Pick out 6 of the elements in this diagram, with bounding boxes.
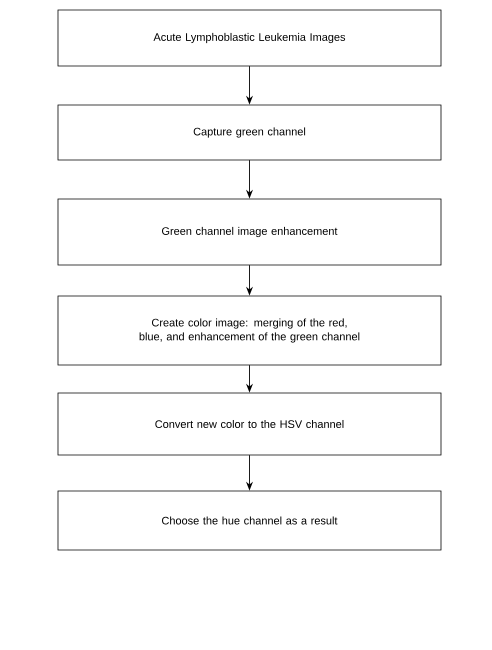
process-box: Create color image: merging of the red, blue, and enhancement of the green channel <box>58 296 442 366</box>
process-box: Convert new color to the HSV channel <box>58 392 442 456</box>
process-box: Capture green channel <box>58 104 442 160</box>
process-box: Choose the hue channel as a result <box>58 490 442 550</box>
process-box: Acute Lymphoblastic Leukemia Images <box>58 10 442 66</box>
process-box: Green channel image enhancement <box>58 198 442 266</box>
